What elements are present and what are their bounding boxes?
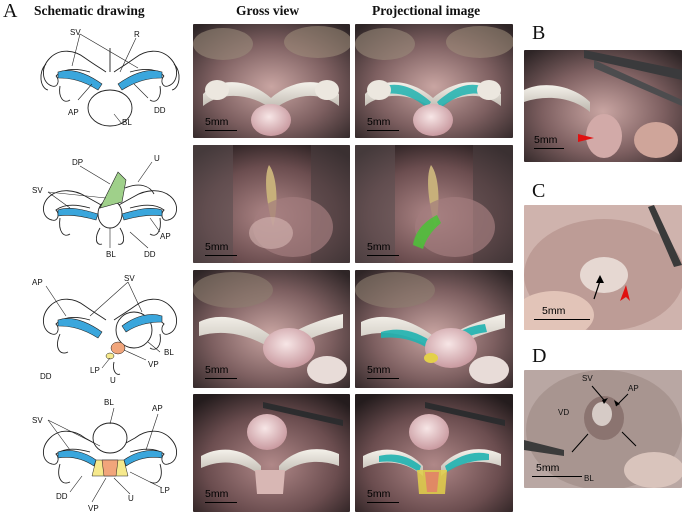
scale-label: 5mm — [367, 364, 391, 376]
label-sv: SV — [32, 416, 43, 425]
scale-label: 5mm — [367, 241, 391, 253]
panel-label-c: C — [532, 180, 546, 202]
scale-label: 5mm — [536, 462, 560, 474]
schematic-4: SV BL AP DD VP U LP — [30, 398, 190, 514]
scale-bar — [367, 378, 399, 380]
label-sv: SV — [70, 28, 81, 37]
scale-label: 5mm — [205, 241, 229, 253]
photo-panel-d: SV AP VD BL 5mm — [524, 370, 682, 488]
label-lp: LP — [160, 486, 170, 495]
panel-label-d: D — [532, 345, 547, 367]
projection-photo-4: 5mm — [355, 394, 513, 512]
label-ap: AP — [68, 108, 79, 117]
header-schematic: Schematic drawing — [34, 3, 145, 18]
label-vp: VP — [148, 360, 159, 369]
label-u: U — [110, 376, 116, 385]
scale-bar — [367, 130, 399, 132]
label-ap: AP — [152, 404, 163, 413]
schematic-2: DP U SV BL DD AP — [30, 152, 190, 262]
scale-label: 5mm — [534, 134, 558, 146]
scale-label: 5mm — [205, 116, 229, 128]
label-ap: AP — [32, 278, 43, 287]
schematic-3: AP SV BL VP LP DD U — [30, 274, 190, 386]
panel-label-a: A — [3, 0, 18, 22]
scale-bar — [532, 476, 582, 478]
label-dd: DD — [144, 250, 156, 259]
photo-panel-c: 5mm — [524, 205, 682, 330]
label-sv: SV — [32, 186, 43, 195]
scale-label: 5mm — [367, 116, 391, 128]
scale-bar — [205, 502, 237, 504]
scale-label: 5mm — [205, 488, 229, 500]
label-dd: DD — [40, 372, 52, 381]
schematic-1: SV R AP DD BL — [30, 28, 190, 138]
scale-bar — [367, 502, 399, 504]
label-dd: DD — [154, 106, 166, 115]
label-vp: VP — [88, 504, 99, 513]
label-sv: SV — [124, 274, 135, 283]
label-sv: SV — [582, 374, 593, 383]
scale-bar — [534, 148, 564, 150]
label-u: U — [154, 154, 160, 163]
scale-bar — [367, 255, 399, 257]
label-dp: DP — [72, 158, 84, 167]
projection-photo-3: 5mm — [355, 270, 513, 388]
projection-photo-2: 5mm — [355, 145, 513, 263]
gross-photo-3: 5mm — [193, 270, 350, 388]
scale-bar — [205, 255, 237, 257]
scale-label: 5mm — [205, 364, 229, 376]
header-gross-view: Gross view — [236, 3, 300, 18]
scale-bar — [205, 130, 237, 132]
label-bl: BL — [122, 118, 132, 127]
scale-bar — [205, 378, 237, 380]
gross-photo-1: 5mm — [193, 24, 350, 138]
label-bl: BL — [164, 348, 174, 357]
scale-label: 5mm — [542, 305, 566, 317]
label-dd: DD — [56, 492, 68, 501]
label-lp: LP — [90, 366, 100, 375]
scale-label: 5mm — [367, 488, 391, 500]
gross-photo-2: 5mm — [193, 145, 350, 263]
label-bl: BL — [104, 398, 114, 407]
projection-photo-1: 5mm — [355, 24, 513, 138]
label-bl: BL — [106, 250, 116, 259]
label-ap: AP — [160, 232, 171, 241]
label-vd: VD — [558, 408, 570, 417]
label-bl: BL — [584, 474, 594, 483]
photo-panel-b: 5mm — [524, 50, 682, 162]
label-ap: AP — [628, 384, 639, 393]
panel-label-b: B — [532, 22, 546, 44]
scale-bar — [534, 319, 590, 321]
label-u: U — [128, 494, 134, 503]
gross-photo-4: 5mm — [193, 394, 350, 512]
label-r: R — [134, 30, 140, 39]
header-projection: Projectional image — [372, 3, 481, 18]
